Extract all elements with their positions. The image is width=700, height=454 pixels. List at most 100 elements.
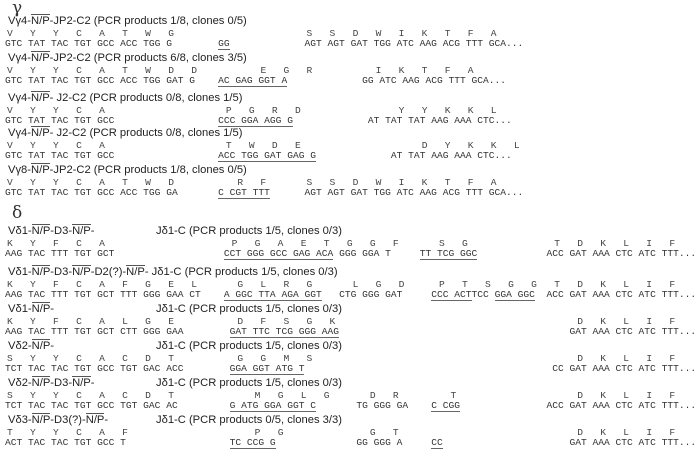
- header-text: Vγ8-: [8, 164, 32, 176]
- sequence-segment: S Y Y C A C D T: [7, 353, 174, 364]
- sequence-segment: ACC GAT AAA CTC ATC TTT...: [546, 248, 697, 259]
- n-region-segment: TC CCG G: [229, 437, 276, 449]
- gamma-entry-header: Vγ4-N/P- J2-C2 (PCR products 0/8, clones…: [8, 127, 242, 139]
- header-text: -D3-: [50, 225, 73, 237]
- sequence-segment: G G M S: [237, 353, 313, 364]
- sequence-segment: GG ATC AAG ACG TTT GCA...: [362, 75, 507, 86]
- n-region-segment: ACC TGG GAT GAG G: [218, 150, 316, 162]
- sequence-segment: ACC GAT AAA CTC ATC TTT...: [546, 289, 697, 300]
- sequence-segment: T D K L I F: [554, 279, 676, 290]
- sequence-segment: D F S G K: [237, 316, 336, 327]
- np-region-overline: N/P: [31, 52, 50, 64]
- n-region-segment: CCC ACT: [431, 289, 472, 301]
- sequence-segment: TCT TAC TAC TGT GCC TGT GAC AC: [5, 400, 178, 411]
- np-region-overline: N/P: [31, 127, 50, 139]
- sequence-segment: GAT AAA CTC ATC TTT...: [569, 326, 697, 337]
- header-text: -JP2-C2 (PCR products 6/8, clones 3/5): [49, 52, 247, 64]
- sequence-segment: T: [450, 390, 457, 401]
- np-region-overline: N/P: [31, 303, 51, 315]
- sequence-segment: GTC TAT TAC TGT GCC ACC TGG GAT G: [5, 75, 195, 86]
- np-region-overline: N/P: [72, 266, 91, 278]
- header-text: -JP2-C2 (PCR products 1/8, clones 0/5): [49, 15, 247, 27]
- sequence-segment: GG GGG A: [356, 437, 403, 448]
- n-region-segment: G ATG GGA GGT C: [229, 400, 316, 412]
- n-region-segment: GAT TTC TCG GGG AAG: [229, 326, 340, 338]
- gamma-entry-header: Vγ4-N/P-JP2-C2 (PCR products 6/8, clones…: [8, 52, 247, 64]
- nucleotide-row: GTC TAT TAC TGT GCC ACC TGG GAT G AC GAG …: [5, 75, 700, 87]
- sequence-segment: T D K L I F: [554, 238, 676, 249]
- header-text: Vγ4-: [8, 15, 32, 27]
- header-text: -D3(?)-: [50, 414, 86, 426]
- sequence-segment: GTC TAT TAC TGT GCC ACC TGG G: [5, 38, 172, 49]
- header-text: Vδ1-: [8, 266, 32, 278]
- sequence-segment: AAG TAC TTT TGT GCT CTT GGG GAA: [5, 326, 184, 337]
- sequence-segment: AT TAT AAG AAA CTC...: [390, 150, 512, 161]
- delta-entry-header: Vδ2-N/P-: [8, 340, 54, 352]
- header-text: Vγ4-: [8, 92, 32, 104]
- sequence-segment: ACC GAT AAA CTC ATC TTT...: [546, 400, 697, 411]
- sequence-segment: CC GAT AAA CTC ATC TTT...: [552, 363, 697, 374]
- delta-entry-header: Vδ3-N/P-D3(?)-N/P-: [8, 414, 108, 426]
- sequence-segment: G G F: [346, 238, 399, 249]
- sequence-segment: CTG GGG GAT: [339, 289, 403, 300]
- np-region-overline: N/P: [31, 92, 50, 104]
- n-region-segment: CCT GGG GCC GAG ACA: [223, 248, 334, 260]
- header-text: Vγ4-: [8, 52, 32, 64]
- n-region-segment: C CGT TTT: [218, 187, 270, 199]
- sequence-segment: D K L I F: [577, 390, 676, 401]
- n-region-segment: A GGC TTA AGA GGT: [223, 289, 322, 301]
- header-text: Vδ1-: [8, 303, 32, 315]
- delta-j-segment-label: Jδ1-C (PCR products 1/5, clones 0/3): [156, 377, 342, 389]
- np-region-overline: N/P: [31, 225, 51, 237]
- sequence-segment: M G L G: [254, 390, 330, 401]
- sequence-segment: AGT AGT GAT TGG ATC AAG ACG TTT GCA...: [304, 187, 524, 198]
- sequence-segment: TCC: [471, 289, 489, 300]
- nucleotide-row: AAG TAC TTT TGT GCT CTT GGG GAA GAT TTC T…: [5, 326, 700, 338]
- sequence-segment: ACT TAC TAC TGT GCC T: [5, 437, 126, 448]
- delta-j-segment-label: Jδ1-C (PCR products 0/5, clones 3/3): [156, 414, 342, 426]
- gamma-entry-header: Vγ4-N/P- J2-C2 (PCR products 0/8, clones…: [8, 92, 242, 104]
- delta-entry-header: Vδ1-N/P-D3-N/P-: [8, 225, 94, 237]
- sequence-segment: S S D W I K T F A: [306, 28, 497, 39]
- sequence-segment: R F: [237, 177, 267, 188]
- np-region-overline: N/P: [31, 377, 51, 389]
- np-region-overline: N/P: [31, 414, 51, 426]
- n-region-segment: CCC GGA AGG G: [218, 115, 293, 127]
- nucleotide-row: TCT TAC TAC TGT GCC TGT GAC AC G ATG GGA …: [5, 400, 700, 412]
- header-text: Vδ3-: [8, 414, 32, 426]
- header-text: Vδ2-: [8, 377, 32, 389]
- sequence-segment: P G A E T: [231, 238, 330, 249]
- delta-j-segment-label: Jδ1-C (PCR products 1/5, clones 0/3): [156, 303, 342, 315]
- sequence-segment: Y Y K K L: [398, 105, 497, 116]
- sequence-segment: K Y F C A: [7, 238, 105, 249]
- sequence-segment: V Y Y C A T W G: [7, 28, 174, 39]
- delta-j-segment-label: Jδ1-C (PCR products 1/5, clones 0/3): [156, 340, 342, 352]
- sequence-segment: D Y K K L: [421, 140, 520, 151]
- sequence-segment: AAG TAC TTT TGT GCT: [5, 248, 115, 259]
- header-text: -: [90, 377, 95, 389]
- n-region-segment: AC GAG GGT A: [218, 75, 288, 87]
- delta-j-segment-label: Jδ1-C (PCR products 1/5, clones 0/3): [156, 225, 342, 237]
- delta-entry-header: Vδ1-N/P-: [8, 303, 54, 315]
- header-text: - Jδ1-C (PCR products 1/5, clones 0/3): [144, 266, 338, 278]
- sequence-segment: D K L I F: [577, 316, 676, 327]
- sequence-segment: K Y F C A L G E: [7, 316, 174, 327]
- sequence-segment: TG GGG GA: [356, 400, 409, 411]
- sequence-segment: G L R G: [237, 279, 313, 290]
- sequence-segment: P G R D: [225, 105, 301, 116]
- sequence-segment: AT TAT TAT AAG AAA CTC...: [367, 115, 512, 126]
